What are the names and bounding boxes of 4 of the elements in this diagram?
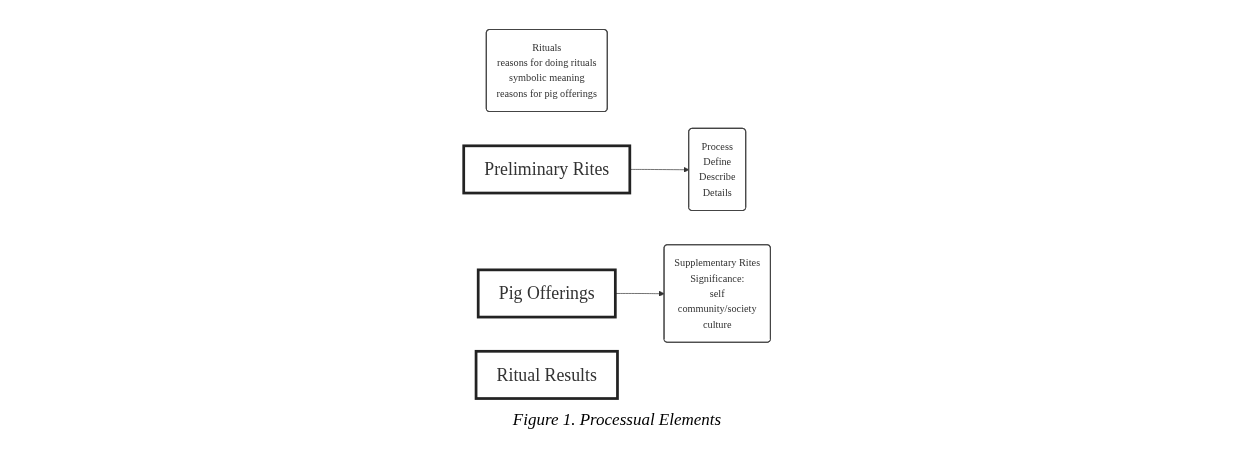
figure-caption: Figure 1. Processual Elements <box>512 410 722 430</box>
node-box: Ritual Results <box>474 349 619 400</box>
node-box: Pig Offerings <box>476 268 617 319</box>
node-box: Preliminary Rites <box>462 144 632 195</box>
